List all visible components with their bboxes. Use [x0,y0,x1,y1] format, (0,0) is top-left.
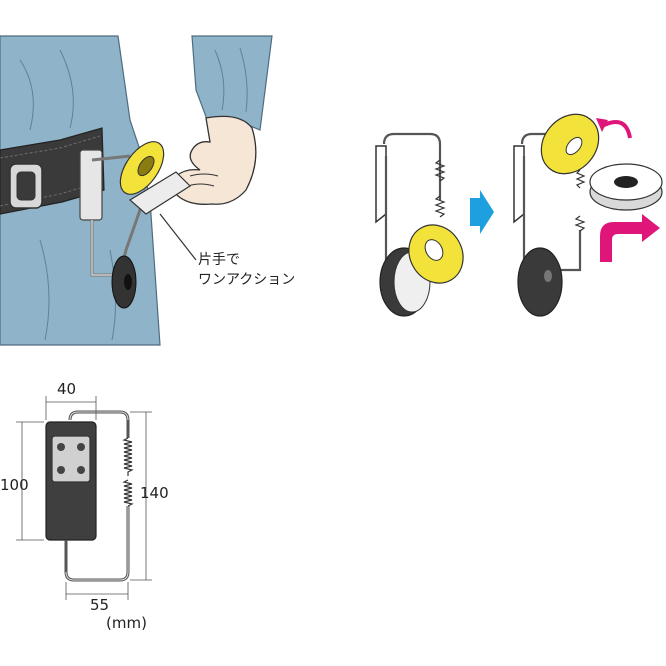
after-belt-clip [513,145,525,224]
dim-width-top: 40 [57,380,76,398]
before-spring [434,159,446,218]
callout-leader [159,213,197,261]
dim-unit: (mm) [106,614,147,632]
bracket-plate [51,435,91,483]
pull-arrow-icon [600,214,660,262]
rivet [57,466,65,474]
before-belt-clip [375,145,387,224]
before-diagram [375,132,464,317]
callout-line-2: ワンアクション [198,272,295,288]
after-black-tape [517,247,563,317]
yellow-tape-hole [137,155,155,177]
arm-sleeve [191,35,273,131]
clothing-folds [19,49,117,341]
tape-grip [128,171,191,215]
after-diagram [513,113,663,317]
black-tape-hole [124,274,132,290]
callout-line-1: 片手で [198,252,240,268]
wire-frame-highlight [65,411,129,581]
usage-illustration [0,35,273,346]
dim-width-bottom: 55 [90,596,109,614]
rivet [77,466,85,474]
lower-spring [122,479,134,507]
upper-spring [122,437,134,476]
dim-height-right: 140 [140,484,169,502]
dim-height-left: 100 [0,476,29,494]
holder-wire-highlight [91,220,120,276]
sleeve-folds [214,47,248,113]
belt-buckle-inner [16,171,36,201]
hand [171,115,257,205]
lift-arrow-head [596,118,608,132]
after-spring [574,169,586,232]
transition-arrow-icon [470,190,494,234]
before-yellow-tape-hole [424,239,444,261]
after-black-tape-hole [544,270,552,282]
rivet [77,443,85,451]
after-yellow-tape-hole [565,136,583,156]
dimension-drawing [16,396,152,600]
after-white-tape-hole [614,176,638,188]
rivet [57,443,65,451]
lift-arrow-icon [601,120,632,139]
